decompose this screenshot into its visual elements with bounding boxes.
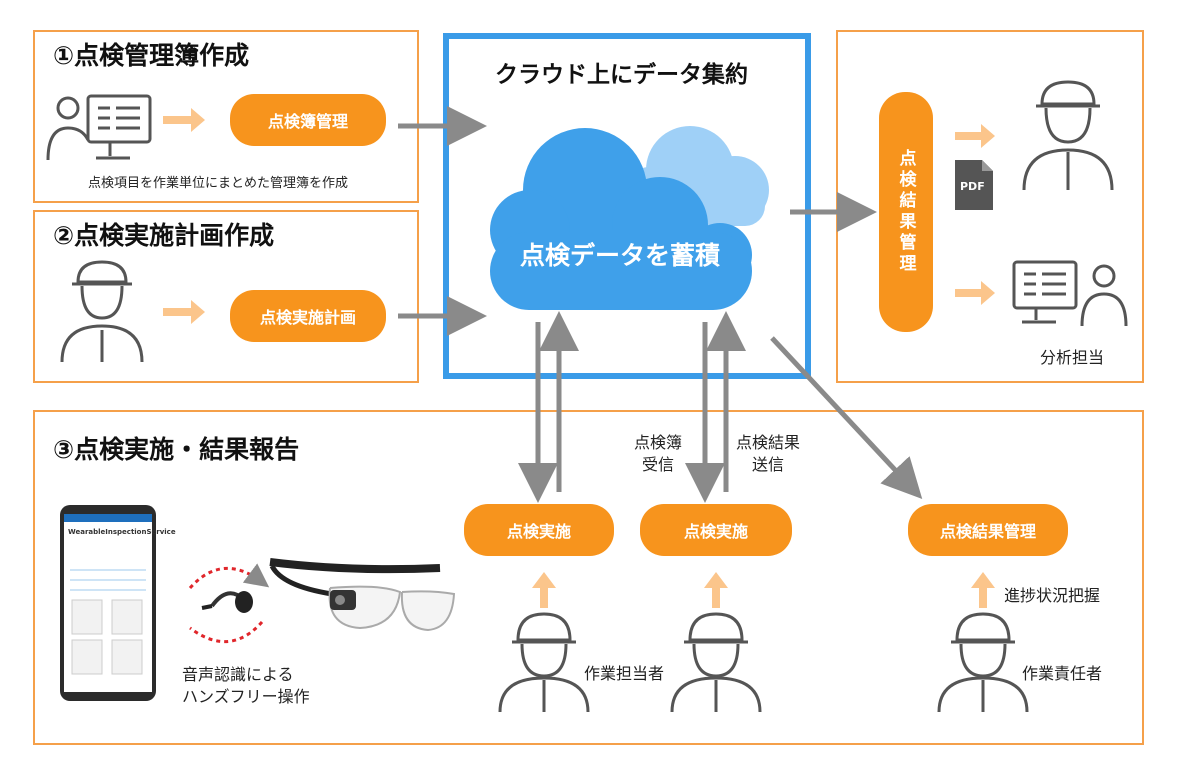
inspection-result-button[interactable]: 点検結果管理 [908, 504, 1068, 556]
cloud-label: 点検データを蓄積 [520, 241, 721, 270]
progress-label: 進捗状況把握 [1004, 586, 1101, 605]
cloud-frame [443, 33, 811, 379]
section1-caption: 点検項目を作業単位にまとめた管理簿を作成 [88, 176, 349, 191]
up-arrow-icon-2 [704, 572, 728, 608]
send-label: 点検結果 送信 [736, 433, 801, 474]
helmet-worker-icon-1 [498, 612, 590, 713]
voice-label: 音声認識による ハンズフリー操作 [182, 665, 310, 706]
cloud-title: クラウド上にデータ集約 [495, 62, 748, 88]
red-dotted-arrow-top [188, 563, 270, 589]
smart-glasses-icon [269, 558, 456, 632]
worker-icon-plan [60, 260, 144, 363]
pdf-icon [955, 160, 993, 210]
helmet-worker-icon-2 [670, 612, 762, 713]
analyst-label: 分析担当 [1040, 348, 1105, 367]
phone-app-title: WearableInspectionService [68, 528, 176, 536]
section3-box [33, 410, 1144, 745]
light-arrow-icon-3 [955, 124, 995, 148]
worker-icon-results [1022, 80, 1114, 191]
pdf-label: PDF [960, 180, 985, 193]
results-management-button[interactable]: 点検結果管理 [879, 92, 933, 332]
up-arrow-icon-3 [971, 572, 995, 608]
inspection-exec-button-2[interactable]: 点検実施 [640, 504, 792, 556]
inspection-plan-button[interactable]: 点検実施計画 [230, 290, 386, 342]
light-arrow-icon-2 [163, 300, 205, 324]
computer-user-icon-1 [46, 94, 152, 161]
headset-icon [201, 591, 253, 613]
manage-inspection-book-button[interactable]: 点検簿管理 [230, 94, 386, 146]
manager-label: 作業責任者 [1022, 664, 1103, 683]
computer-user-icon-2 [1012, 260, 1128, 327]
section3-title: ③点検実施・結果報告 [53, 435, 300, 464]
receive-label: 点検簿 受信 [634, 433, 683, 474]
inspection-exec-button-1[interactable]: 点検実施 [464, 504, 614, 556]
smartphone-icon [60, 505, 156, 701]
section2-title: ②点検実施計画作成 [53, 221, 275, 250]
cloud-icon-main [490, 128, 752, 310]
helmet-worker-icon-3 [937, 612, 1029, 713]
red-dotted-arrow-bottom [189, 621, 264, 643]
worker-label: 作業担当者 [584, 664, 665, 683]
light-arrow-icon-1 [163, 108, 205, 132]
section1-title: ①点検管理簿作成 [53, 41, 250, 70]
up-arrow-icon-1 [532, 572, 556, 608]
light-arrow-icon-4 [955, 281, 995, 305]
